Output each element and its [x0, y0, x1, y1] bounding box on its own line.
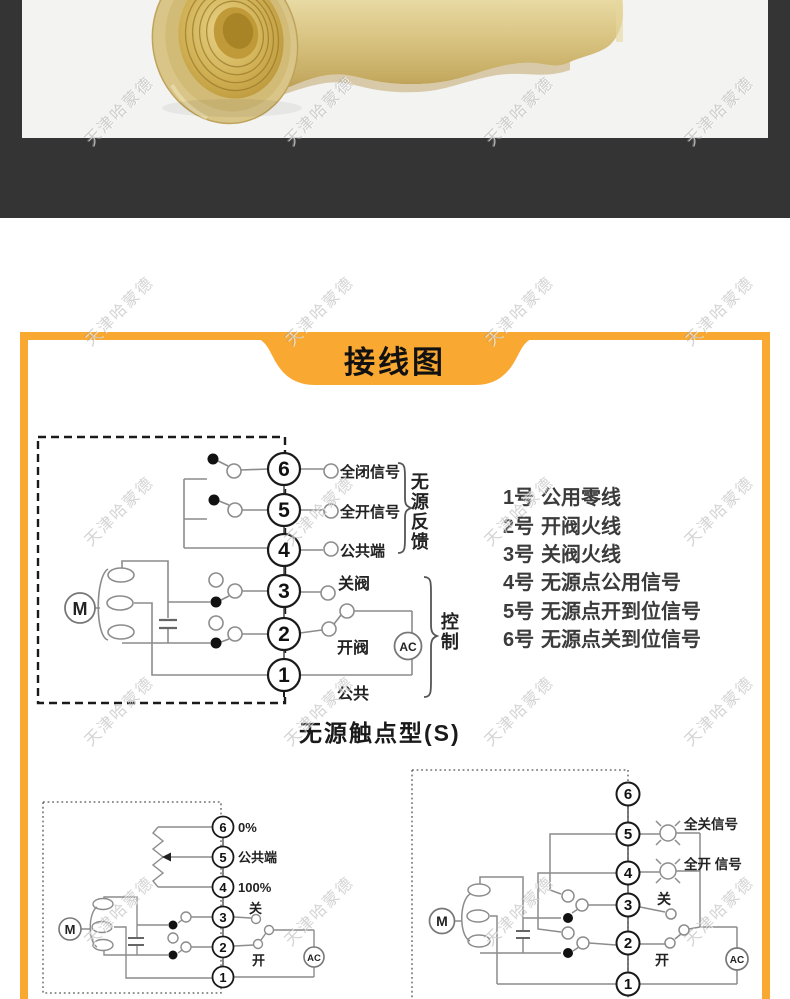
terminal-2: 2 [219, 940, 226, 955]
legend-6-no: 6号 [503, 628, 534, 651]
terminal-5: 5 [219, 850, 226, 865]
label-full-close-signal: 全关信号 [683, 816, 738, 832]
terminal-2: 2 [624, 935, 632, 952]
brass-valve-image [151, 0, 623, 125]
ac-power-label: AC [399, 640, 417, 654]
diagram-caption: 无源触点型(S) [299, 720, 461, 746]
terminal-5: 5 [624, 826, 632, 843]
label-100-percent: 100% [238, 880, 272, 895]
terminal-1: 1 [219, 970, 226, 985]
ac-power-symbol [303, 946, 325, 968]
label-full-open-signal: 全开 信号 [683, 856, 742, 872]
terminal-5: 5 [278, 499, 290, 522]
feedback-brace [397, 462, 414, 554]
legend-4-no: 4号 [503, 571, 534, 594]
motor-label: M [436, 913, 448, 929]
terminal-4: 4 [219, 880, 227, 895]
lamp-open-signal [655, 858, 681, 884]
ac-power-label: AC [730, 955, 744, 966]
legend-2-desc: 开阀火线 [541, 514, 621, 538]
legend-4-desc: 无源点公用信号 [541, 570, 681, 594]
label-close: 关 [657, 891, 671, 907]
ac-power-symbol [725, 947, 749, 971]
label-open: 开 [252, 953, 265, 968]
terminal-column [615, 781, 641, 997]
legend-2-no: 2号 [503, 515, 534, 538]
actuator-boundary [36, 435, 287, 705]
legend-5-desc: 无源点开到位信号 [541, 599, 701, 623]
label-open: 开 [655, 952, 669, 968]
legend-5-no: 5号 [503, 600, 534, 623]
label-full-close-signal: 全闭信号 [339, 463, 400, 481]
terminal-1: 1 [624, 976, 632, 993]
terminal-1: 1 [278, 664, 290, 687]
terminal-4: 4 [624, 865, 633, 882]
section-title: 接线图 [344, 345, 446, 380]
terminal-legend: 1号 公用零线 2号 开阀火线 3号 关阀火线 4号 无源点公用信号 5号 无源… [503, 485, 701, 651]
legend-6-desc: 无源点关到位信号 [541, 627, 701, 651]
legend-3-desc: 关阀火线 [541, 542, 621, 566]
motor-label: M [65, 922, 76, 937]
terminal-4: 4 [278, 539, 290, 562]
lamp-close-signal [655, 820, 681, 846]
control-group-label: 控制 [438, 612, 459, 652]
photo-band [0, 0, 790, 218]
label-common-terminal: 公共端 [238, 850, 277, 865]
label-0-percent: 0% [238, 820, 257, 835]
ac-power-symbol [393, 631, 423, 661]
legend-3-no: 3号 [503, 543, 534, 566]
terminal-2: 2 [278, 623, 290, 646]
terminal-6: 6 [278, 458, 290, 481]
title-banner [246, 336, 544, 385]
motor-symbol [428, 907, 456, 935]
feedback-group-label: 无源反馈 [408, 472, 429, 552]
product-photo [22, 0, 768, 138]
wiring-diagram-panel: 接线图 [20, 332, 770, 999]
terminal-column [266, 451, 302, 693]
label-open-valve: 开阀 [337, 638, 369, 657]
label-common: 公共 [337, 685, 369, 703]
terminal-6: 6 [219, 820, 226, 835]
terminal-column [211, 815, 235, 989]
right-wiring-diagram: M AC 6 5 4 3 2 1 全关信号 全开 信号 关 开 [411, 769, 749, 999]
terminal-3: 3 [278, 580, 290, 603]
capacitor-symbol [128, 937, 144, 946]
ac-power-label: AC [307, 953, 321, 964]
legend-1-desc: 公用零线 [541, 485, 621, 509]
potentiometer-symbol [151, 826, 165, 888]
left-wiring-diagram: M AC 6 5 4 3 2 1 0% 公共端 100% 关 开 [42, 801, 325, 994]
capacitor-symbol [159, 618, 177, 630]
motor-symbol [58, 917, 82, 941]
terminal-6: 6 [624, 786, 632, 803]
control-brace [423, 576, 440, 698]
label-common-terminal: 公共端 [340, 542, 385, 560]
motor-symbol [64, 592, 96, 624]
label-close-valve: 关阀 [338, 574, 370, 593]
orange-frame [20, 332, 770, 999]
main-wiring-diagram: M AC 6 5 4 3 2 1 全闭信号 [36, 435, 461, 746]
capacitor-symbol [516, 930, 530, 939]
terminal-3: 3 [624, 897, 632, 914]
motor-label: M [73, 599, 88, 619]
legend-1-no: 1号 [503, 486, 534, 509]
wiper-arrow [162, 852, 171, 862]
terminal-3: 3 [219, 910, 226, 925]
label-close: 关 [249, 901, 262, 916]
label-full-open-signal: 全开信号 [339, 503, 400, 521]
